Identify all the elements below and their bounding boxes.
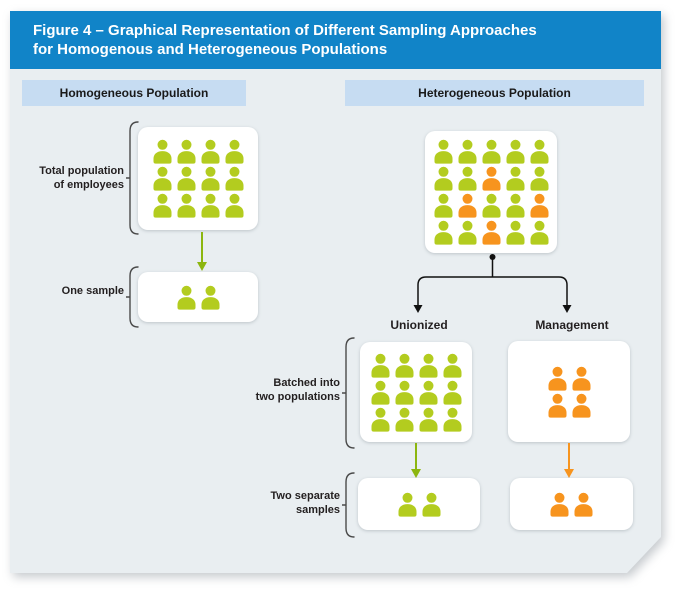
brace-one-sample — [126, 266, 139, 328]
figure-container: Figure 4 – Graphical Representation of D… — [10, 11, 661, 573]
person-icon — [432, 166, 455, 191]
person-icon — [432, 220, 455, 245]
brace-batched — [342, 337, 355, 449]
figure-shadow-wrapper: Figure 4 – Graphical Representation of D… — [10, 11, 661, 573]
person-icon — [528, 166, 551, 191]
person-icon — [417, 407, 440, 432]
arrow-down-orange-management — [564, 443, 574, 478]
person-icon — [393, 380, 416, 405]
person-icon — [417, 353, 440, 378]
management-population-box — [508, 341, 630, 442]
person-icon — [393, 407, 416, 432]
person-icon — [199, 139, 222, 164]
brace-total-population — [126, 121, 139, 235]
person-icon — [396, 492, 419, 517]
person-icon-row — [151, 166, 246, 191]
person-icon — [432, 139, 455, 164]
person-icon-row — [151, 139, 246, 164]
person-icon — [441, 353, 464, 378]
person-icon — [223, 139, 246, 164]
person-icon — [441, 380, 464, 405]
management-label: Management — [535, 318, 609, 332]
person-icon — [369, 380, 392, 405]
person-icon — [432, 193, 455, 218]
person-icon — [480, 220, 503, 245]
batched-label: Batched into two populations — [255, 377, 340, 403]
person-icon — [420, 492, 443, 517]
person-icon — [369, 353, 392, 378]
person-icon — [456, 220, 479, 245]
person-icon — [175, 193, 198, 218]
person-icon — [528, 139, 551, 164]
person-icon-row — [548, 492, 595, 517]
brace-two-samples — [342, 472, 355, 538]
management-sample-box — [510, 478, 633, 530]
person-icon — [528, 220, 551, 245]
person-icon — [151, 166, 174, 191]
person-icon — [570, 366, 593, 391]
total-population-label: Total population of employees — [39, 165, 124, 191]
figure-title-line2: for Homogenous and Heterogeneous Populat… — [33, 41, 388, 58]
figure-title-bar: Figure 4 – Graphical Representation of D… — [10, 11, 661, 69]
person-icon — [456, 193, 479, 218]
person-icon-row — [432, 220, 551, 245]
person-icon-row — [546, 393, 593, 418]
person-icon — [504, 139, 527, 164]
person-icon — [199, 166, 222, 191]
person-icon-row — [369, 380, 464, 405]
unionized-sample-box — [358, 478, 480, 530]
person-icon — [504, 220, 527, 245]
person-icon — [480, 166, 503, 191]
person-icon — [175, 285, 198, 310]
person-icon — [546, 393, 569, 418]
person-icon — [199, 193, 222, 218]
person-icon — [441, 407, 464, 432]
one-sample-label: One sample — [61, 285, 124, 297]
homogeneous-population-header: Homogeneous Population — [22, 80, 246, 106]
person-icon-row — [432, 193, 551, 218]
person-icon — [546, 366, 569, 391]
person-icon — [548, 492, 571, 517]
person-icon-row — [175, 285, 222, 310]
unionized-label: Unionized — [390, 318, 448, 332]
person-icon-row — [151, 193, 246, 218]
branch-connector — [413, 254, 572, 313]
one-sample-box — [138, 272, 258, 322]
person-icon — [504, 166, 527, 191]
person-icon — [223, 166, 246, 191]
person-icon — [456, 139, 479, 164]
two-separate-samples-label: Two separate samples — [270, 490, 341, 516]
person-icon-row — [546, 366, 593, 391]
person-icon — [572, 492, 595, 517]
person-icon — [504, 193, 527, 218]
person-icon-row — [369, 407, 464, 432]
person-icon — [393, 353, 416, 378]
arrow-down-green-unionized — [411, 443, 421, 478]
person-icon — [223, 193, 246, 218]
person-icon — [480, 193, 503, 218]
person-icon-row — [432, 139, 551, 164]
person-icon-row — [396, 492, 443, 517]
person-icon — [480, 139, 503, 164]
heterogeneous-population-header: Heterogeneous Population — [345, 80, 644, 106]
person-icon — [175, 139, 198, 164]
heterogeneous-population-box — [425, 131, 557, 253]
person-icon — [151, 193, 174, 218]
person-icon — [369, 407, 392, 432]
person-icon-row — [369, 353, 464, 378]
total-population-box — [138, 127, 258, 230]
person-icon — [175, 166, 198, 191]
person-icon — [199, 285, 222, 310]
person-icon — [456, 166, 479, 191]
person-icon — [417, 380, 440, 405]
person-icon-row — [432, 166, 551, 191]
figure-title-line1: Figure 4 – Graphical Representation of D… — [33, 22, 537, 39]
person-icon — [570, 393, 593, 418]
person-icon — [151, 139, 174, 164]
person-icon — [528, 193, 551, 218]
arrow-down-green-total-to-sample — [197, 232, 207, 271]
unionized-population-box — [360, 342, 472, 442]
